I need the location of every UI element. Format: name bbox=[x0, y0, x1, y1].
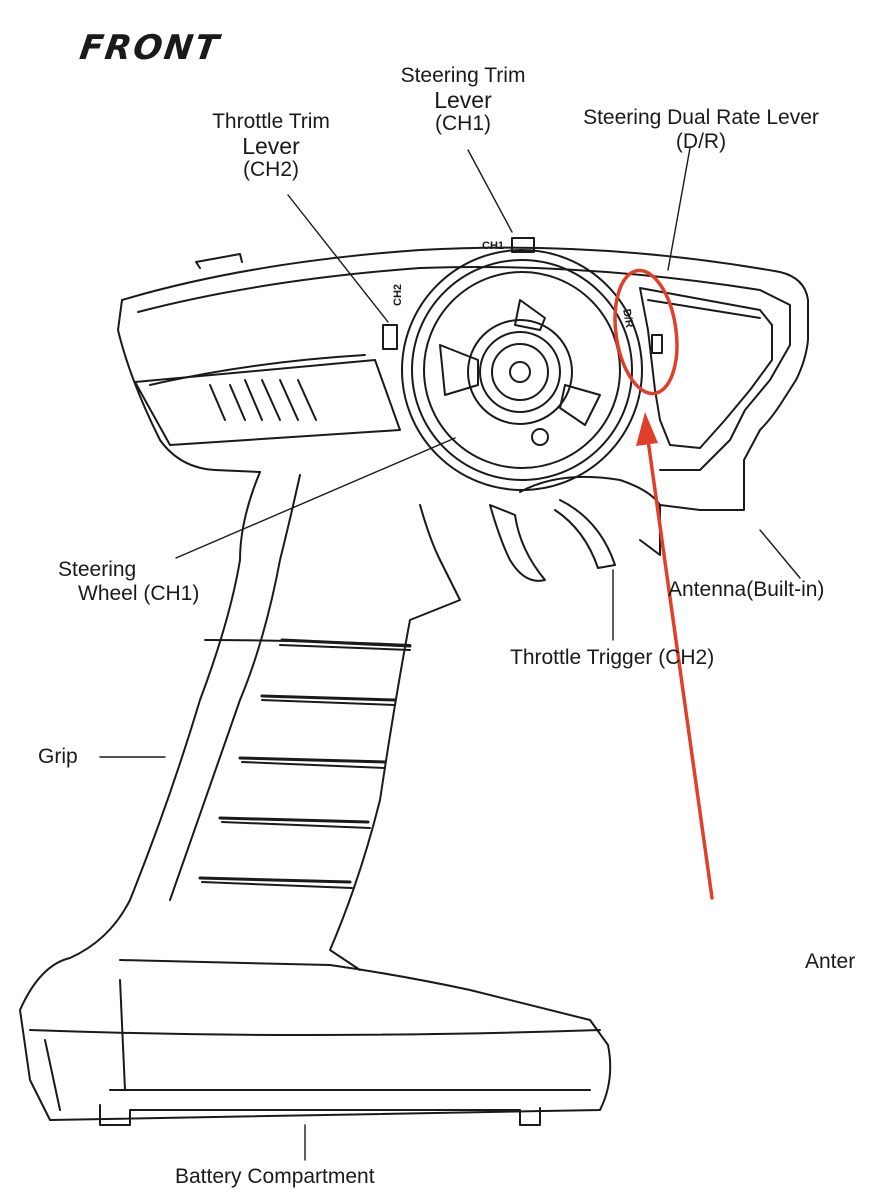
ch1-trim-lever-drawing bbox=[511, 237, 535, 253]
vent-panel bbox=[134, 359, 401, 446]
right-window bbox=[639, 287, 773, 449]
leader-steering-trim bbox=[467, 149, 513, 233]
label-steering-wheel: Steering Wheel (CH1) bbox=[58, 558, 238, 606]
label-steering-wheel-line1: Steering bbox=[58, 558, 137, 581]
label-throttle-trim-line3: (CH2) bbox=[243, 158, 299, 181]
leader-steering-wheel bbox=[175, 437, 456, 559]
label-antenna-cut: Anter bbox=[805, 950, 856, 973]
label-grip: Grip bbox=[38, 745, 78, 768]
label-throttle-trim: Throttle Trim Lever (CH2) bbox=[196, 110, 346, 182]
ch2-trim-lever-drawing bbox=[382, 324, 398, 350]
label-steering-trim-line3: (CH1) bbox=[435, 112, 491, 135]
label-dual-rate-line2: (D/R) bbox=[675, 130, 727, 153]
label-dual-rate: Steering Dual Rate Lever (D/R) bbox=[548, 106, 854, 154]
grip-outline bbox=[69, 471, 261, 959]
ch2-mark: CH2 bbox=[392, 283, 404, 306]
label-steering-trim-line1: Steering Trim bbox=[400, 64, 526, 87]
highlight-ellipse bbox=[613, 268, 679, 396]
leader-lines bbox=[99, 147, 801, 1161]
label-throttle-trim-line1: Throttle Trim bbox=[212, 110, 330, 133]
label-antenna: Antenna(Built-in) bbox=[668, 578, 825, 601]
label-throttle-trigger: Throttle Trigger (CH2) bbox=[510, 646, 715, 669]
label-throttle-trim-line2: Lever bbox=[242, 133, 300, 159]
label-dual-rate-line1: Steering Dual Rate Lever bbox=[583, 106, 819, 129]
label-battery-compartment: Battery Compartment bbox=[175, 1165, 375, 1188]
highlight-arrowhead bbox=[636, 412, 658, 446]
label-steering-wheel-line2: Wheel (CH1) bbox=[78, 582, 200, 605]
throttle-trigger-drawing bbox=[489, 504, 546, 582]
highlight-arrow-shaft bbox=[646, 438, 714, 900]
label-steering-trim: Steering Trim Lever (CH1) bbox=[378, 64, 548, 136]
leader-dual-rate bbox=[667, 147, 691, 271]
leader-antenna bbox=[759, 529, 801, 579]
label-steering-trim-line2: Lever bbox=[434, 87, 492, 113]
transmitter-body-outline bbox=[121, 246, 809, 556]
leader-throttle-trim bbox=[287, 194, 389, 323]
battery-base-outline bbox=[19, 957, 612, 1121]
dr-lever-drawing bbox=[651, 334, 663, 354]
ch1-mark: CH1 bbox=[482, 240, 505, 252]
